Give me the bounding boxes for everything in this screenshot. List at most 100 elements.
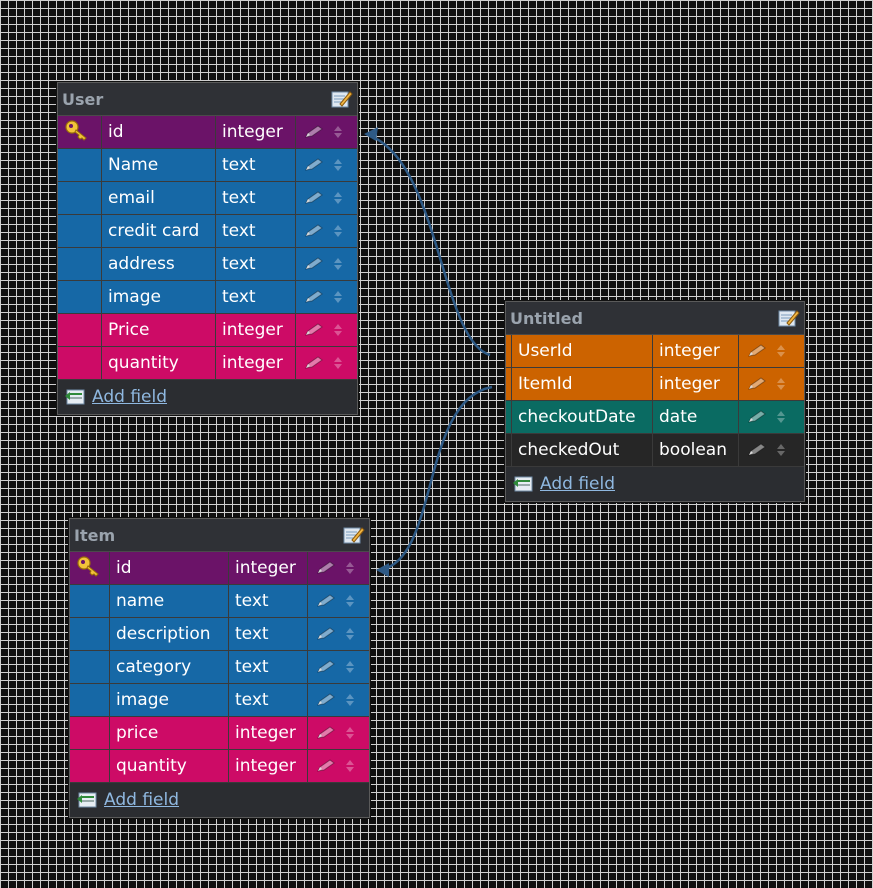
- field-type[interactable]: date: [653, 401, 739, 433]
- add-field-icon[interactable]: [64, 387, 86, 407]
- field-name[interactable]: Name: [102, 149, 216, 181]
- edit-field-icon[interactable]: [316, 726, 336, 740]
- edit-field-icon[interactable]: [304, 323, 324, 337]
- field-type[interactable]: integer: [216, 347, 296, 379]
- edit-field-icon[interactable]: [747, 410, 767, 424]
- table-header[interactable]: User: [58, 83, 357, 116]
- field-name[interactable]: image: [102, 281, 216, 313]
- field-type[interactable]: integer: [229, 717, 308, 749]
- edit-field-icon[interactable]: [316, 627, 336, 641]
- add-field-icon[interactable]: [76, 790, 98, 810]
- add-field-link[interactable]: Add field: [104, 790, 179, 810]
- field-type[interactable]: text: [229, 585, 308, 617]
- reorder-arrows-icon[interactable]: [777, 411, 785, 423]
- edit-field-icon[interactable]: [304, 125, 324, 139]
- edit-field-icon[interactable]: [747, 377, 767, 391]
- add-field-link[interactable]: Add field: [540, 474, 615, 494]
- field-type[interactable]: text: [216, 281, 296, 313]
- edit-field-icon[interactable]: [304, 356, 324, 370]
- reorder-arrows-icon[interactable]: [346, 562, 354, 574]
- field-type[interactable]: integer: [216, 314, 296, 346]
- edit-field-icon[interactable]: [304, 224, 324, 238]
- field-name[interactable]: Price: [102, 314, 216, 346]
- field-name[interactable]: category: [110, 651, 229, 683]
- field-name[interactable]: id: [110, 552, 229, 584]
- reorder-arrows-icon[interactable]: [334, 357, 342, 369]
- field-name[interactable]: image: [110, 684, 229, 716]
- reorder-arrows-icon[interactable]: [346, 694, 354, 706]
- field-type[interactable]: text: [216, 149, 296, 181]
- field-type[interactable]: text: [229, 651, 308, 683]
- reorder-arrows-icon[interactable]: [334, 258, 342, 270]
- reorder-arrows-icon[interactable]: [346, 595, 354, 607]
- edit-field-icon[interactable]: [304, 158, 324, 172]
- reorder-arrows-icon[interactable]: [334, 291, 342, 303]
- add-field-icon[interactable]: [512, 474, 534, 494]
- field-name[interactable]: email: [102, 182, 216, 214]
- field-name[interactable]: name: [110, 585, 229, 617]
- field-name[interactable]: id: [102, 116, 216, 148]
- reorder-arrows-icon[interactable]: [777, 378, 785, 390]
- field-name[interactable]: address: [102, 248, 216, 280]
- reorder-arrows-icon[interactable]: [334, 225, 342, 237]
- edit-field-icon[interactable]: [304, 191, 324, 205]
- field-name[interactable]: ItemId: [512, 368, 653, 400]
- table-header[interactable]: Untitled: [506, 302, 804, 335]
- reorder-arrows-icon[interactable]: [334, 126, 342, 138]
- field-type[interactable]: integer: [216, 116, 296, 148]
- edit-field-icon[interactable]: [316, 759, 336, 773]
- field-type[interactable]: boolean: [653, 434, 739, 466]
- field-type[interactable]: text: [229, 618, 308, 650]
- reorder-arrows-icon[interactable]: [346, 760, 354, 772]
- field-type[interactable]: text: [216, 182, 296, 214]
- edit-field-icon[interactable]: [304, 257, 324, 271]
- field-name[interactable]: price: [110, 717, 229, 749]
- field-type[interactable]: integer: [653, 368, 739, 400]
- field-name[interactable]: UserId: [512, 335, 653, 367]
- edit-table-icon[interactable]: [343, 525, 365, 545]
- add-field-link[interactable]: Add field: [92, 387, 167, 407]
- field-name[interactable]: checkedOut: [512, 434, 653, 466]
- field-name[interactable]: quantity: [110, 750, 229, 782]
- edit-field-icon[interactable]: [316, 693, 336, 707]
- edit-field-icon[interactable]: [747, 344, 767, 358]
- field-type[interactable]: text: [216, 248, 296, 280]
- field-name[interactable]: checkoutDate: [512, 401, 653, 433]
- edit-field-icon[interactable]: [316, 561, 336, 575]
- reorder-arrows-icon[interactable]: [346, 628, 354, 640]
- field-type[interactable]: integer: [653, 335, 739, 367]
- reorder-arrows-icon[interactable]: [334, 192, 342, 204]
- field-type[interactable]: text: [229, 684, 308, 716]
- table-header[interactable]: Item: [70, 519, 369, 552]
- edit-field-icon[interactable]: [316, 660, 336, 674]
- field-type[interactable]: integer: [229, 750, 308, 782]
- reorder-arrows-icon[interactable]: [334, 159, 342, 171]
- edit-table-icon[interactable]: [778, 308, 800, 328]
- reorder-arrows-icon[interactable]: [346, 661, 354, 673]
- reorder-arrows-icon[interactable]: [334, 324, 342, 336]
- edit-field-icon[interactable]: [304, 290, 324, 304]
- reorder-arrows-icon[interactable]: [777, 345, 785, 357]
- edit-field-icon[interactable]: [316, 594, 336, 608]
- field-name[interactable]: quantity: [102, 347, 216, 379]
- edit-table-icon[interactable]: [331, 89, 353, 109]
